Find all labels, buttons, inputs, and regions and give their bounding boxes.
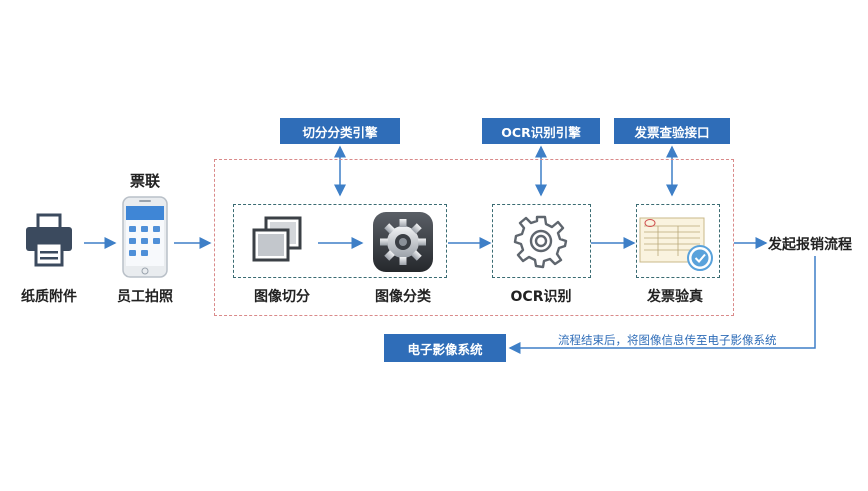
arrow-return-to-system [508, 256, 816, 354]
stacked-photos-icon [250, 214, 304, 266]
gear-outline-icon [513, 213, 569, 269]
process-frame [214, 159, 734, 316]
classify-label: 图像分类 [375, 289, 431, 305]
photo-label: 员工拍照 [117, 289, 173, 305]
verify-api-box: 发票查验接口 [614, 118, 730, 144]
photo-title: 票联 [129, 172, 160, 190]
cut-engine-box: 切分分类引擎 [280, 118, 400, 144]
return-note: 流程结束后，将图像信息传至电子影像系统 [558, 333, 777, 347]
verify-label: 发票验真 [647, 289, 703, 305]
gear-app-icon [372, 211, 434, 273]
cut-label: 图像切分 [254, 289, 310, 305]
reimburse-label: 发起报销流程 [768, 237, 852, 253]
cut-classify-frame [233, 204, 447, 278]
smartphone-icon [122, 196, 168, 278]
ocr-label: OCR识别 [510, 289, 572, 305]
image-system-box: 电子影像系统 [384, 334, 506, 362]
invoice-check-icon [638, 214, 718, 272]
verify-frame [636, 204, 720, 278]
ocr-engine-box: OCR识别引擎 [482, 118, 600, 144]
paper-label: 纸质附件 [21, 289, 77, 305]
printer-icon [22, 213, 76, 269]
ocr-frame [492, 204, 591, 278]
